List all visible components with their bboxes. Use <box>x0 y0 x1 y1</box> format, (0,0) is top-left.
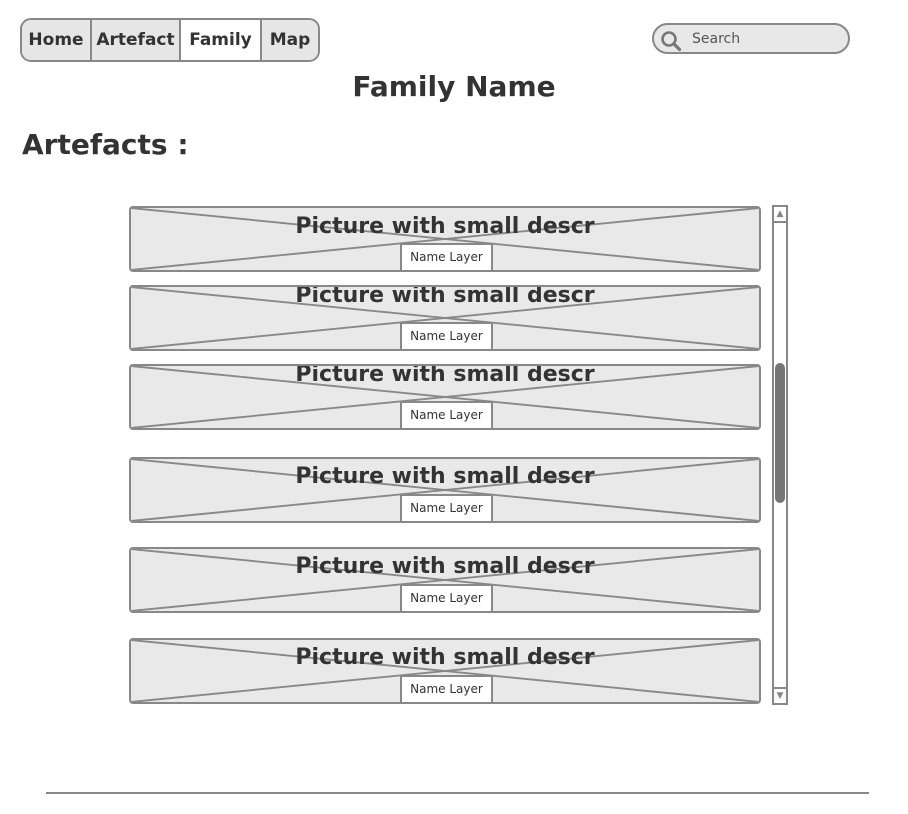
tab-map[interactable]: Map <box>262 20 318 60</box>
search-box[interactable] <box>652 23 850 54</box>
image-placeholder-icon <box>131 287 759 349</box>
artefact-card[interactable]: Picture with small descr Name Layer <box>129 206 761 272</box>
list-scrollbar[interactable]: ▲ ▼ <box>772 205 788 705</box>
image-placeholder-icon <box>131 459 759 521</box>
tab-artefact[interactable]: Artefact <box>92 20 181 60</box>
tab-family[interactable]: Family <box>181 20 262 60</box>
nav-tabs: Home Artefact Family Map <box>20 18 320 62</box>
section-heading: Artefacts : <box>22 128 189 161</box>
scroll-up-arrow-icon[interactable]: ▲ <box>774 207 786 223</box>
image-placeholder-icon <box>131 208 759 270</box>
image-placeholder-icon <box>131 640 759 702</box>
artefact-card[interactable]: Picture with small descr Name Layer <box>129 364 761 430</box>
artefact-card[interactable]: Picture with small descr Name Layer <box>129 547 761 613</box>
artefact-title: Picture with small descr <box>295 285 595 308</box>
name-layer-label: Name Layer <box>400 243 493 270</box>
artefact-title: Picture with small descr <box>295 645 595 670</box>
artefact-card[interactable]: Picture with small descr Name Layer <box>129 638 761 704</box>
name-layer-label: Name Layer <box>400 322 493 349</box>
tab-home[interactable]: Home <box>22 20 92 60</box>
name-layer-label: Name Layer <box>400 494 493 521</box>
artefact-title: Picture with small descr <box>295 364 595 387</box>
image-placeholder-icon <box>131 366 759 428</box>
image-placeholder-icon <box>131 549 759 611</box>
name-layer-label: Name Layer <box>400 584 493 611</box>
scrollbar-thumb[interactable] <box>775 363 785 503</box>
page-title: Family Name <box>352 70 556 103</box>
footer-divider <box>46 792 869 794</box>
artefact-title: Picture with small descr <box>295 554 595 579</box>
scroll-down-arrow-icon[interactable]: ▼ <box>774 687 786 703</box>
artefact-title: Picture with small descr <box>295 464 595 489</box>
artefact-title: Picture with small descr <box>295 214 595 239</box>
name-layer-label: Name Layer <box>400 675 493 702</box>
name-layer-label: Name Layer <box>400 401 493 428</box>
artefact-card[interactable]: Picture with small descr Name Layer <box>129 285 761 351</box>
search-input[interactable] <box>692 28 842 50</box>
artefact-card[interactable]: Picture with small descr Name Layer <box>129 457 761 523</box>
search-icon <box>661 31 682 52</box>
